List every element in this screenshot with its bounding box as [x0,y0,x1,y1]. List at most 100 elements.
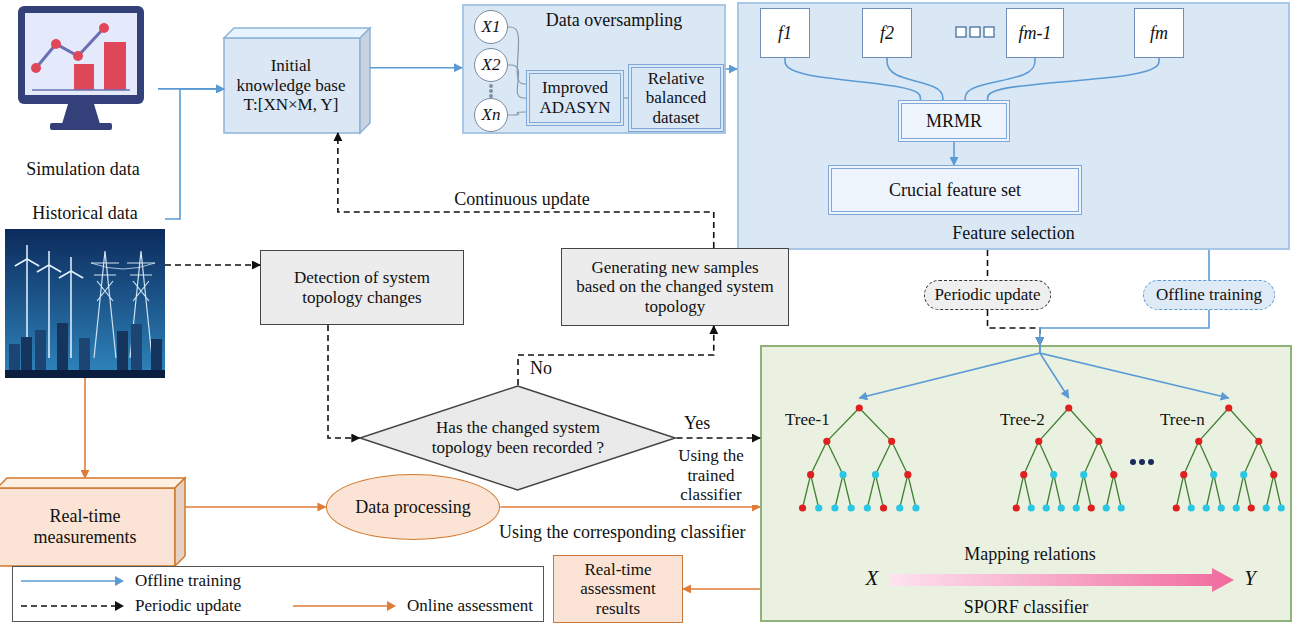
feature-selection-panel: Feature selection f1 f2 fm-1 fmMRMR Crucial f… [737,2,1290,250]
flow-arrow [988,310,1040,345]
training-pill: Offline training [1143,280,1275,310]
legend-sample [21,575,125,587]
feature-box: f2 [862,8,912,58]
input-circle: X1 [474,10,508,44]
legend-box: Offline trainingPeriodic update Online as… [12,566,544,622]
flow-arrow [338,133,714,248]
node-text: f2 [880,23,894,44]
flow-arrow [953,142,955,165]
connector-line [508,65,526,98]
output-symbol: Y [1238,566,1262,590]
flow-arrow [518,326,714,385]
legend-text: Online assessment [407,596,533,616]
knowledge-base-box: Initial knowledge baseT:[XN×M, Y] [224,28,370,133]
connector-line [624,97,628,98]
decision-tree: Tree-1 [785,398,920,520]
node-text: X2 [482,55,501,75]
node-text: Data processing [355,497,470,518]
node-text: Has the changed system topology been rec… [418,418,618,457]
result-box: Real-time assessment results [553,555,683,624]
flow-arrow [370,67,462,69]
flow-arrow [859,345,1040,398]
sim-shape [8,2,158,180]
process-box: Detection of system topology changes [260,250,464,325]
node-text: fm [1150,23,1168,44]
legend-text: Periodic update [135,596,241,616]
mapping-arrow [890,568,1234,592]
process-box: Improved ADASYN [526,70,624,126]
oversampling-panel: Data oversampling X1X2Xn Improved ADASYN Re… [462,4,726,134]
connector-line [785,58,920,100]
process-box: Relative balanced dataset [628,64,724,133]
edge-label: Continuous update [440,189,604,210]
flow-arrow [683,588,760,590]
node-text: Improved ADASYN [534,78,616,117]
input-circle: X2 [474,48,508,82]
flow-arrow [1040,345,1069,398]
node-text: Crucial feature set [889,180,1021,201]
ellipsis-squares [956,27,994,37]
node-text: Xn [482,105,501,125]
feature-box: f1 [760,8,810,58]
node-text: Relative balanced dataset [636,69,716,128]
node-text: Tree-n [1160,410,1205,430]
connector-line [965,58,1035,100]
connector-line [887,58,943,100]
connector-line [1208,250,1210,280]
node-text: Simulation data [26,159,139,180]
tree-ellipsis [1130,459,1154,465]
legend-item: Online assessment [293,596,533,616]
measurement-box: Real-time measurements [0,478,185,566]
node-text: X1 [482,17,501,37]
node-text: Tree-1 [785,410,830,430]
node-text: T:[XN×M, Y] [244,95,339,115]
feature-box: fm-1 [1006,8,1064,58]
edge-label: No [528,358,554,379]
legend-text: Offline training [135,571,241,591]
update-pill: Periodic update [924,280,1050,310]
decision-tree: Tree-2 [1000,398,1125,520]
flow-arrow [1040,345,1229,398]
node-text: MRMR [926,111,982,132]
node-text: Historical data [32,203,137,224]
hist-shape [5,203,165,378]
decision-tree: Tree-n [1160,398,1285,520]
edge-label: Using the corresponding classifier [497,522,747,543]
legend-item: Periodic update [21,596,241,616]
flow-arrow [84,378,86,478]
flow-arrow [165,264,260,266]
mapping-caption: Mapping relations [960,544,1100,565]
ellipsis-dots [489,84,493,98]
node-text: SPORF classifier [964,597,1089,618]
feature-box: fm [1134,8,1184,58]
node-text: f1 [778,23,792,44]
input-symbol: X [860,566,884,590]
connector-line [987,250,989,280]
node-text: Data oversampling [546,10,682,31]
flow-arrow [165,89,224,219]
legend-sample [293,600,397,612]
node-text: Real-time measurements [9,506,161,547]
connector-line [508,27,526,84]
flow-arrow [677,437,760,439]
process-box: Crucial feature set [828,165,1082,215]
process-ellipse: Data processing [326,474,501,540]
node-text: Real-time assessment results [561,560,675,619]
node-text: Initial knowledge base [236,56,346,95]
simulation-data-icon: Simulation data [8,2,158,180]
node-text: fm-1 [1019,23,1052,44]
edge-label: Yes [682,413,712,434]
flow-arrow [185,506,326,508]
node-text: Feature selection [952,223,1074,244]
process-box: MRMR [898,100,1010,142]
flow-arrow [328,325,359,438]
process-box: Generating new samples based on the chan… [561,248,789,326]
legend-item: Offline training [21,571,241,591]
node-text: Tree-2 [1000,410,1045,430]
node-text: Offline training [1156,285,1262,305]
flow-arrow [500,506,760,508]
flow-arrow [726,68,737,70]
historical-data-image: Historical data [5,203,165,378]
node-text: Periodic update [934,285,1040,305]
